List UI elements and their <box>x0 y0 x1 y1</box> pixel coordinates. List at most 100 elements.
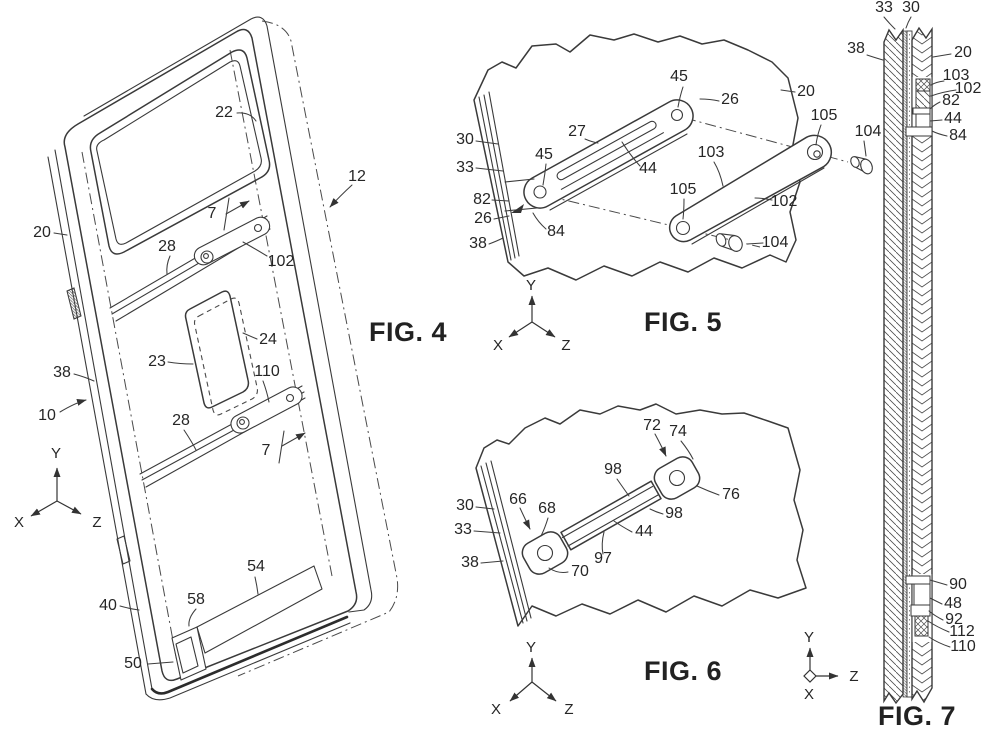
section-marker-7-upper <box>223 197 250 231</box>
fig5-ref-44: 44 <box>639 160 657 177</box>
fig6-ref-72: 72 <box>643 417 661 434</box>
fig7-ref-110: 110 <box>950 638 976 655</box>
fig5-ref-20: 20 <box>797 83 815 100</box>
fig7-leader-lines <box>866 16 957 648</box>
fig5-labels: 45 26 20 105 104 30 33 27 45 44 103 105 … <box>456 68 881 252</box>
fig4-ref-28-lower: 28 <box>172 412 190 429</box>
fig7-axis-x: X <box>804 686 814 703</box>
axis-out-of-plane-icon <box>803 669 817 683</box>
fig6-axis-z: Z <box>564 701 573 718</box>
outer-layer-38 <box>883 27 904 705</box>
fig4-leader-lines <box>53 112 353 665</box>
bracket-slot <box>556 120 657 181</box>
fig5-ref-105-upper: 105 <box>811 107 838 124</box>
torn-panel <box>475 403 807 627</box>
fig7-ref-112: 112 <box>949 623 975 640</box>
fig5-ref-45-upper: 45 <box>670 68 688 85</box>
fig5-ref-33: 33 <box>456 159 474 176</box>
fig6-ref-98-lower: 98 <box>665 505 683 522</box>
fig7-ref-33: 33 <box>875 0 893 16</box>
link-middle-bar <box>560 480 662 551</box>
fig4-ref-7-upper: 7 <box>208 205 217 222</box>
fig5-ref-30: 30 <box>456 131 474 148</box>
fig4-axes: Y X Z <box>14 445 102 531</box>
fig5-caption: FIG. 5 <box>644 307 722 337</box>
fig6-drawing <box>475 403 807 627</box>
fig5-ref-27: 27 <box>568 123 586 140</box>
fig5-ref-104-lower: 104 <box>762 234 789 251</box>
fig4-ref-10: 10 <box>38 407 56 424</box>
surface-arrow <box>511 204 524 213</box>
fig6-ref-66: 66 <box>509 491 527 508</box>
fig5-axis-z: Z <box>561 337 570 354</box>
fig4-ref-110: 110 <box>254 363 280 380</box>
back-cover-phantom-line <box>237 20 399 677</box>
fig7-ref-44: 44 <box>944 110 962 127</box>
fig4-ref-12: 12 <box>348 168 366 185</box>
screw-pin-upper <box>850 156 873 175</box>
fig4-labels: 22 12 20 7 28 102 24 23 110 28 7 38 10 4… <box>33 104 366 672</box>
fig4-ref-7-lower: 7 <box>262 442 271 459</box>
pivot-arm <box>668 134 833 245</box>
ledge-84 <box>905 126 933 137</box>
fig6-axis-x: X <box>491 701 501 718</box>
fig4-ref-38: 38 <box>53 364 71 381</box>
fig4-ref-102: 102 <box>268 253 295 270</box>
fig7-ref-102: 102 <box>955 80 982 97</box>
side-button <box>66 287 82 320</box>
fig7-ref-30: 30 <box>902 0 920 16</box>
fig6-ref-98-upper: 98 <box>604 461 622 478</box>
fig4-caption: FIG. 4 <box>369 317 447 347</box>
fig6-ref-76: 76 <box>722 486 740 503</box>
fig5-ref-26-lower: 26 <box>474 210 492 227</box>
fig5-ref-102: 102 <box>771 193 798 210</box>
side-notch <box>116 535 131 565</box>
fig5-ref-105-lower: 105 <box>670 181 697 198</box>
latch-handle-102 <box>193 216 271 266</box>
screw-pin-lower <box>715 233 743 253</box>
fig4-ref-50: 50 <box>124 655 142 672</box>
upper-slider-rail <box>109 215 271 322</box>
panel-layer-lines <box>478 91 520 261</box>
slotted-bracket <box>504 99 694 213</box>
fig7-ref-48: 48 <box>944 595 962 612</box>
fig7-axis-y: Y <box>804 629 814 646</box>
fig6-ref-74: 74 <box>669 423 687 440</box>
fig6-axes: Y X Z <box>491 639 574 718</box>
fig6-labels: 72 74 98 66 68 30 33 38 76 98 44 97 70 <box>454 417 740 580</box>
fig5-axes: Y X Z <box>493 277 571 354</box>
fig5-drawing <box>473 33 873 281</box>
fig4-ref-28-upper: 28 <box>158 238 176 255</box>
fig7-caption: FIG. 7 <box>878 701 956 730</box>
fig6-caption: FIG. 6 <box>644 656 722 686</box>
fig6-ref-97: 97 <box>594 550 612 567</box>
fig7-axis-z: Z <box>849 668 858 685</box>
fig4-ref-40: 40 <box>99 597 117 614</box>
fig4-ref-58: 58 <box>187 591 205 608</box>
fig5-axis-y: Y <box>526 277 536 294</box>
fig7-ref-20: 20 <box>954 44 972 61</box>
fig4-axis-x: X <box>14 514 24 531</box>
fig4-ref-23: 23 <box>148 353 166 370</box>
fig5-ref-26-upper: 26 <box>721 91 739 108</box>
fig6-ref-44: 44 <box>635 523 653 540</box>
panel-20 <box>911 26 933 704</box>
ledge-90 <box>905 575 931 585</box>
recess-48 <box>913 583 931 606</box>
fig7-axes: Y Z X <box>803 629 859 703</box>
spring-82 <box>912 107 931 115</box>
fig4-device-drawing <box>47 16 399 701</box>
fig5-ref-84: 84 <box>547 223 565 240</box>
fig5-ref-104-upper: 104 <box>855 123 882 140</box>
fig4-ref-24: 24 <box>259 331 277 348</box>
fig4-axis-y: Y <box>51 445 61 462</box>
fig7-section-drawing <box>883 26 933 705</box>
fig7-ref-92: 92 <box>945 611 963 628</box>
fig7-ref-90: 90 <box>949 576 967 593</box>
fig5-leader-lines <box>475 86 867 245</box>
fig7-labels: 33 30 38 20 103 102 82 44 84 90 48 92 11… <box>847 0 981 655</box>
fig7-ref-82: 82 <box>942 92 960 109</box>
link-bar <box>521 456 701 575</box>
fig4-axis-z: Z <box>92 514 101 531</box>
